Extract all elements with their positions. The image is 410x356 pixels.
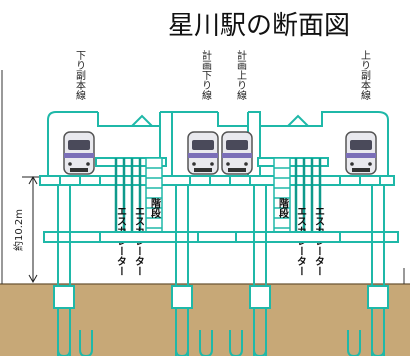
deck-slab xyxy=(39,175,395,186)
label-up-sub: 上り副本線 xyxy=(359,50,371,100)
label-planned-up: 計画上り線 xyxy=(235,49,247,100)
concourse-beam xyxy=(43,231,399,243)
stairs-label-right: 階段 xyxy=(277,197,289,219)
platform-right xyxy=(257,157,329,167)
train-icon xyxy=(63,131,95,175)
train-icon xyxy=(221,131,253,175)
height-label: 約10.2m xyxy=(12,209,25,251)
escalator-icon xyxy=(114,158,142,238)
train-icon xyxy=(187,131,219,175)
diagram-title: 星川駅の断面図 xyxy=(168,11,350,41)
escalator-icon xyxy=(294,158,322,238)
train-icon xyxy=(345,131,377,175)
label-down-sub: 下り副本線 xyxy=(74,50,86,100)
label-planned-down: 計画下り線 xyxy=(200,49,212,100)
piles xyxy=(57,308,385,356)
stairs-label-left: 階段 xyxy=(149,197,161,219)
footings xyxy=(53,285,389,309)
